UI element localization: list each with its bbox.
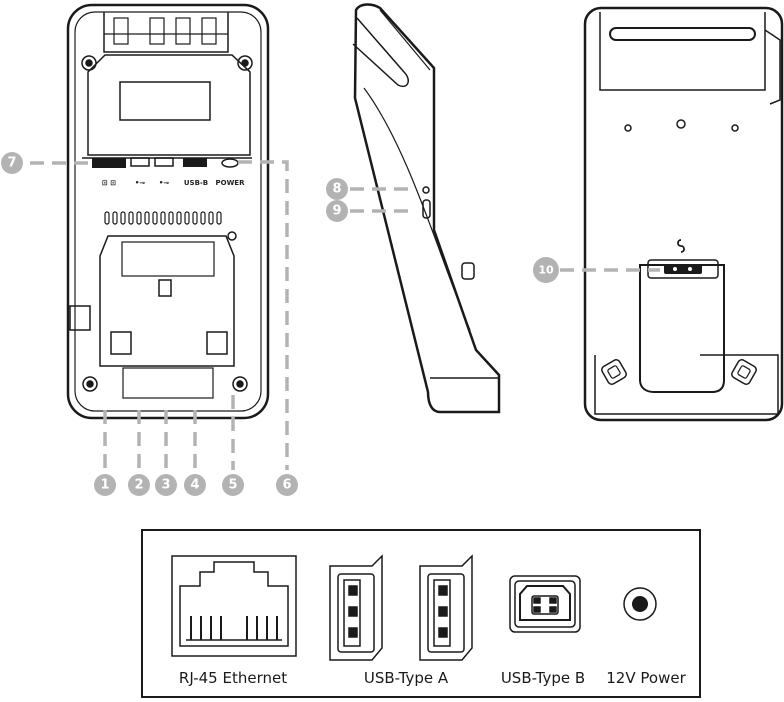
usb-b-port [183,158,207,167]
svg-text:2: 2 [134,478,143,493]
front-body-outline [66,3,270,420]
callout-8: 8 [326,178,348,200]
back-body-outline [583,6,784,422]
port-panel: RJ-45 Ethernet USB-Type A USB-Type B 12V… [141,529,701,698]
led-indicator [227,231,237,241]
svg-text:6: 6 [282,478,291,493]
mark-power: POWER [216,179,246,187]
power-jack [221,158,239,168]
panel-foot-left [110,331,132,355]
back-clip-slot [609,27,756,41]
mark-rj45: ⊡ ⊡ [102,179,116,187]
usb-a-port-2 [154,157,174,167]
display-frame [87,54,251,156]
mark-usb-b: USB-B [184,179,208,187]
side-button-slot [422,199,431,219]
rj45-port [92,158,126,168]
svg-text:4: 4 [190,478,199,493]
svg-text:9: 9 [332,204,341,219]
vent-slots [104,211,222,225]
back-foot-right [731,359,757,385]
front-view [66,3,270,420]
svg-text:3: 3 [161,478,170,493]
callout-6: 6 [276,474,298,496]
side-stand-slot [352,17,409,87]
side-body-outline [353,3,501,414]
back-power-port [664,264,702,274]
back-kickstand [639,264,725,393]
front-callout-leaders [30,160,289,470]
stand-clip [103,12,229,53]
back-view [583,6,784,422]
callouts: 1 2 3 4 5 6 7 8 9 10 [1,152,559,496]
panel-latch [158,279,172,297]
display-window [119,81,211,121]
side-callout-leaders [350,187,410,213]
back-foot-left [601,359,627,385]
svg-text:8: 8 [332,182,341,197]
svg-text:7: 7 [7,156,16,171]
side-latch [461,262,475,280]
front-body-inner [74,11,262,412]
back-power-symbol [677,239,685,253]
usb-a-port-1 [130,157,150,167]
callout-5: 5 [222,474,244,496]
rj45-icon [171,555,297,657]
side-view [352,3,501,414]
front-port-marks: ⊡ ⊡ •⊸ •⊸ USB-B POWER [102,179,245,187]
svg-text:5: 5 [228,478,237,493]
usb-a-icon-1 [329,554,383,661]
panel-foot-right [206,331,228,355]
bottom-panel [99,235,235,367]
label-12v-power: 12V Power [606,669,686,687]
callout-9: 9 [326,200,348,222]
svg-text:10: 10 [538,264,554,277]
callout-1: 1 [94,474,116,496]
svg-text:1: 1 [100,478,109,493]
port-panel-frame [141,529,701,698]
back-base [594,354,779,415]
bottom-cover [122,367,214,399]
mark-usb-a-1: •⊸ [135,179,145,187]
side-inner-edge [363,87,471,331]
callout-7: 7 [1,152,23,174]
back-clip [599,12,766,91]
corner-screws [81,55,253,392]
stand-clip-teeth [104,17,228,45]
usb-b-icon [509,575,581,633]
side-button [69,305,91,331]
side-reset-hole [422,186,430,194]
mark-usb-a-2: •⊸ [159,179,169,187]
callout-10: 10 [533,257,559,283]
bottom-panel-label-area [121,241,215,277]
usb-a-icon-2 [419,554,473,661]
dc-power-icon [623,587,657,621]
label-usb-b: USB-Type B [501,669,585,687]
callout-2: 2 [128,474,150,496]
callout-3: 3 [155,474,177,496]
label-rj45: RJ-45 Ethernet [179,669,287,687]
callout-4: 4 [184,474,206,496]
label-usb-a: USB-Type A [364,669,449,687]
